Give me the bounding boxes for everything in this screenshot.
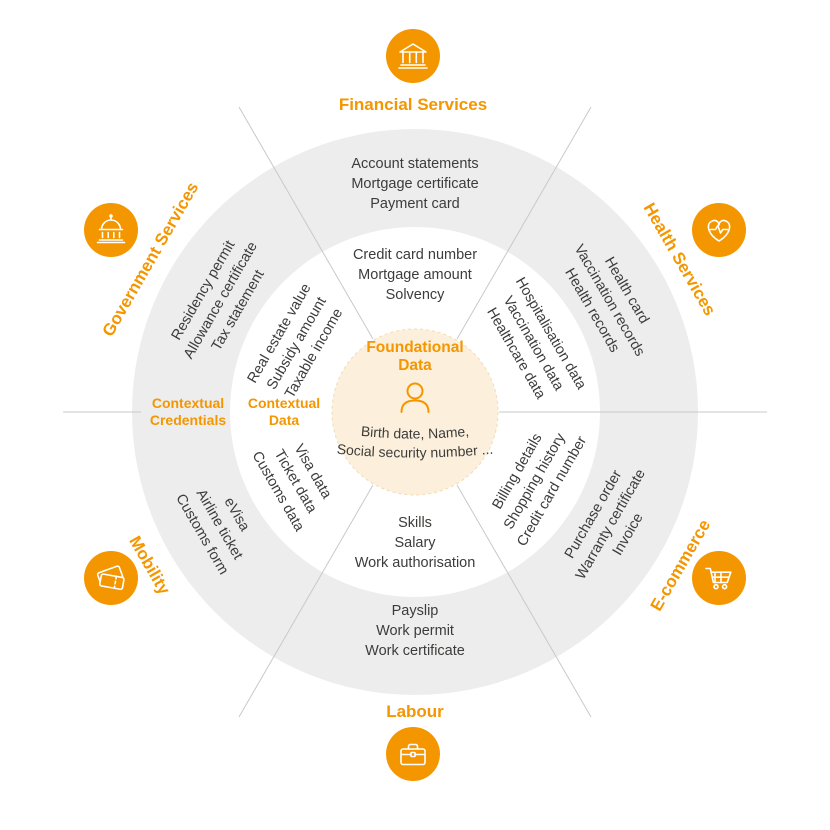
divider-lower-left xyxy=(238,484,374,718)
outer-items-labour: Payslip Work permit Work certificate xyxy=(365,603,465,659)
center-title-line1: Foundational xyxy=(366,339,463,356)
tickets-icon xyxy=(84,551,138,605)
center-items-line1: Birth date, Name, xyxy=(360,423,469,442)
shopping-cart-icon xyxy=(692,551,746,605)
center-items-line2: Social security number ... xyxy=(336,441,494,461)
divider-lower-right xyxy=(456,484,592,718)
government-building-icon xyxy=(84,203,138,257)
ring-item: Account statements xyxy=(351,156,478,172)
sector-label-labour: Labour xyxy=(386,702,444,721)
sector-health-services: Health Services Health card Vaccination … xyxy=(483,200,746,403)
inner-items-labour: Skills Salary Work authorisation xyxy=(355,515,476,571)
ring-item: Salary xyxy=(394,535,436,551)
ring-item: Work authorisation xyxy=(355,555,476,571)
foundational-data-circle xyxy=(331,328,499,496)
ring-item: Credit card number xyxy=(353,247,477,263)
sector-financial-services: Financial Services Account statements Mo… xyxy=(339,29,487,303)
inner-ring-label-line1: Contextual xyxy=(248,395,320,411)
ring-item: Solvency xyxy=(386,287,446,303)
ring-item: Mortgage amount xyxy=(358,267,472,283)
ring-labels: Contextual Credentials Contextual Data xyxy=(150,395,320,428)
outer-items-financial: Account statements Mortgage certificate … xyxy=(351,156,478,212)
ring-item: Skills xyxy=(398,515,432,531)
center-title-line2: Data xyxy=(398,357,432,374)
briefcase-icon xyxy=(386,727,440,781)
inner-items-financial: Credit card number Mortgage amount Solve… xyxy=(353,247,477,303)
sector-label-financial-services: Financial Services xyxy=(339,95,487,114)
divider-upper-left xyxy=(238,106,374,340)
ring-item: Work permit xyxy=(376,623,454,639)
inner-ring-label-line2: Data xyxy=(269,412,300,428)
person-icon xyxy=(400,382,430,413)
bank-icon xyxy=(386,29,440,83)
divider-upper-right xyxy=(456,106,592,340)
outer-ring-label-line2: Credentials xyxy=(150,412,226,428)
ring-item: Payment card xyxy=(370,196,459,212)
heart-pulse-icon xyxy=(692,203,746,257)
outer-ring-label-line1: Contextual xyxy=(152,395,224,411)
ring-item: Payslip xyxy=(392,603,439,619)
ring-item: Work certificate xyxy=(365,643,465,659)
sector-divider-lines xyxy=(63,106,767,718)
sector-labour: Labour Payslip Work permit Work certific… xyxy=(355,515,476,781)
ring-item: Mortgage certificate xyxy=(351,176,478,192)
center-foundational-data: Foundational Data Birth date, Name, Soci… xyxy=(336,339,494,461)
